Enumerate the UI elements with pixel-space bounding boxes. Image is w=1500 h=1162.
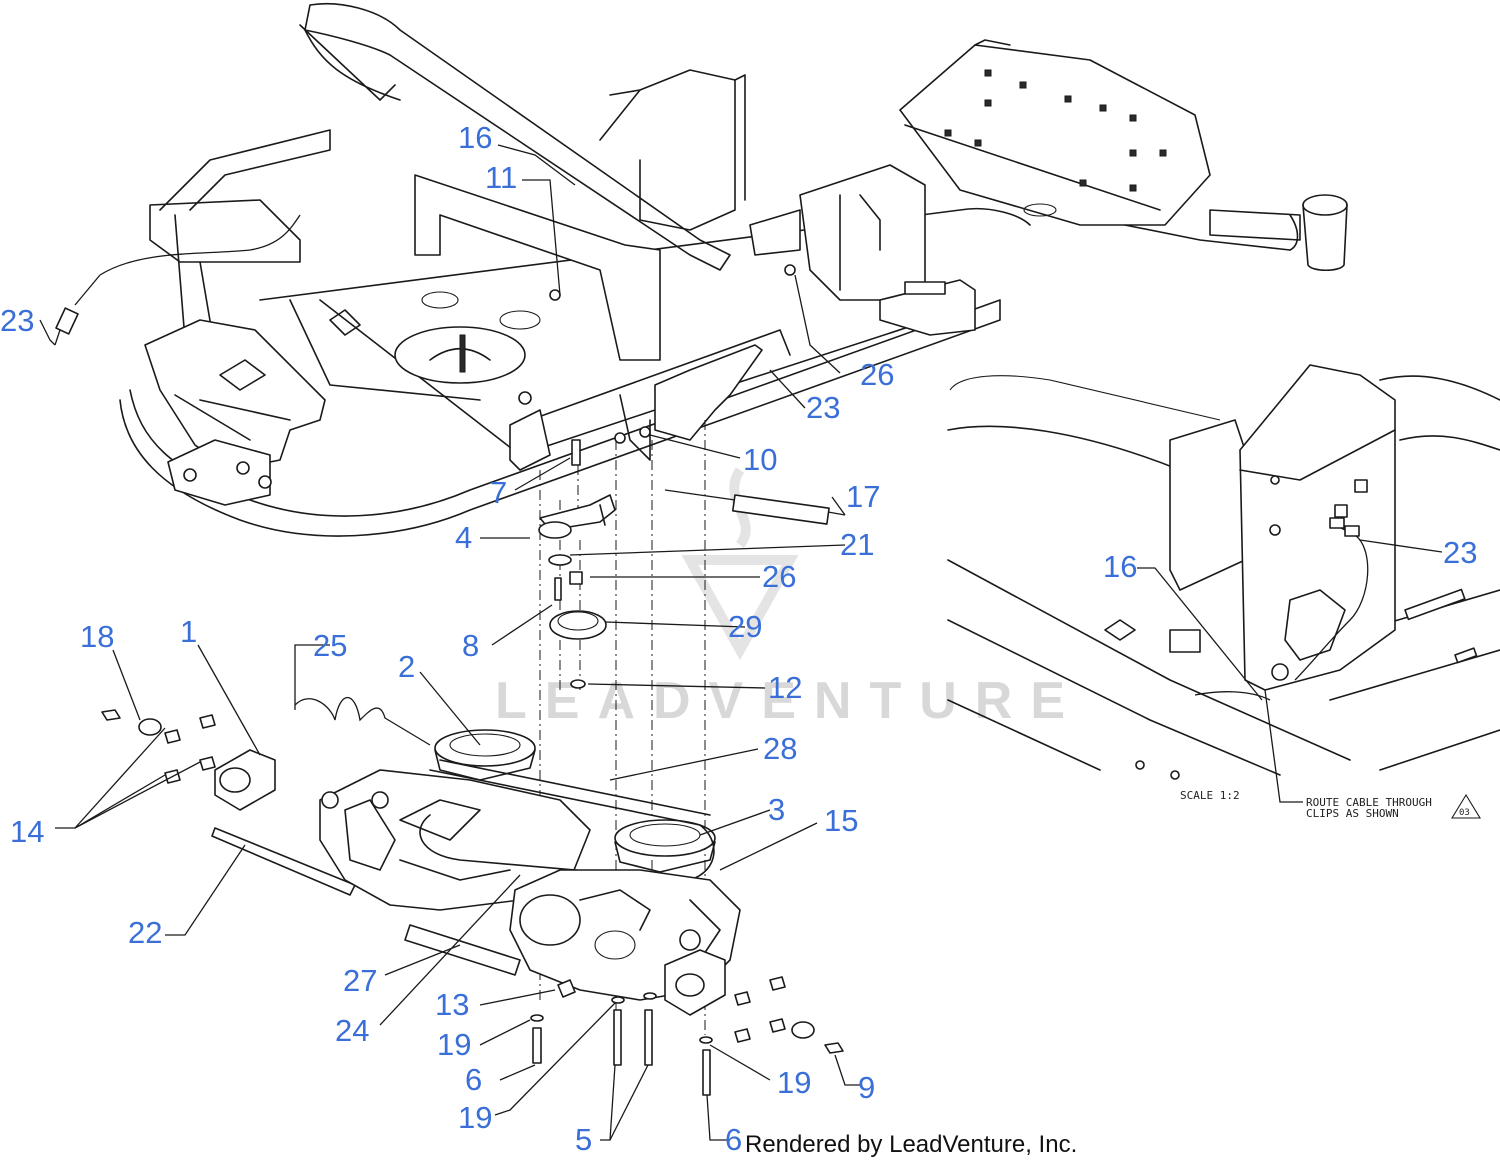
frame-assembly <box>54 2 1348 1035</box>
callout-19: 19 <box>437 1027 471 1062</box>
callout-8: 8 <box>462 628 479 663</box>
credit-text: Rendered by LeadVenture, Inc. <box>745 1131 1077 1158</box>
watermark: LEADVENTURE <box>495 467 1083 730</box>
callout-16: 16 <box>1103 549 1137 584</box>
callout-7: 7 <box>490 475 507 510</box>
callout-18: 18 <box>80 619 114 654</box>
callout-29: 29 <box>728 609 762 644</box>
note-ref-triangle <box>1451 793 1481 819</box>
scale-label: SCALE 1:2 <box>1180 789 1240 802</box>
callout-21: 21 <box>840 527 874 562</box>
detail-view: SCALE 1:2 ROUTE CABLE THROUGH CLIPS AS S… <box>947 364 1500 820</box>
spring-17 <box>664 489 846 525</box>
note-ref: 03 <box>1459 808 1470 818</box>
callout-22: 22 <box>128 915 162 950</box>
callout-24: 24 <box>335 1013 369 1048</box>
callout-23: 23 <box>806 390 840 425</box>
callout-23: 23 <box>0 303 34 338</box>
callout-4: 4 <box>455 520 472 555</box>
leader-lines <box>39 144 1443 1141</box>
transaxle-assembly <box>101 697 844 1096</box>
callout-9: 9 <box>858 1070 875 1105</box>
callout-25: 25 <box>313 628 347 663</box>
callout-2: 2 <box>398 649 415 684</box>
callout-6: 6 <box>465 1062 482 1097</box>
spring-23 <box>54 274 101 346</box>
callout-19: 19 <box>777 1065 811 1100</box>
callout-14: 14 <box>10 814 44 849</box>
callout-16: 16 <box>458 120 492 155</box>
callout-3: 3 <box>768 792 785 827</box>
callout-10: 10 <box>743 442 777 477</box>
callout-11: 11 <box>485 160 517 195</box>
callout-17: 17 <box>846 479 880 514</box>
callout-26: 26 <box>762 559 796 594</box>
callout-12: 12 <box>768 670 802 705</box>
callout-15: 15 <box>824 803 858 838</box>
route-note-line2: CLIPS AS SHOWN <box>1306 807 1399 820</box>
callout-27: 27 <box>343 963 377 998</box>
callout-26: 26 <box>860 357 894 392</box>
callout-13: 13 <box>435 987 469 1022</box>
callout-1: 1 <box>180 614 197 649</box>
route-note-line1: ROUTE CABLE THROUGH <box>1306 796 1432 809</box>
callouts: 16 11 23 26 23 10 7 17 4 21 26 8 29 12 1… <box>0 120 1477 1157</box>
idler-parts <box>538 489 846 689</box>
callout-5: 5 <box>575 1122 592 1157</box>
callout-6: 6 <box>725 1122 742 1157</box>
callout-23: 23 <box>1443 535 1477 570</box>
watermark-text: LEADVENTURE <box>495 672 1083 730</box>
callout-28: 28 <box>763 731 797 766</box>
callout-19: 19 <box>458 1100 492 1135</box>
